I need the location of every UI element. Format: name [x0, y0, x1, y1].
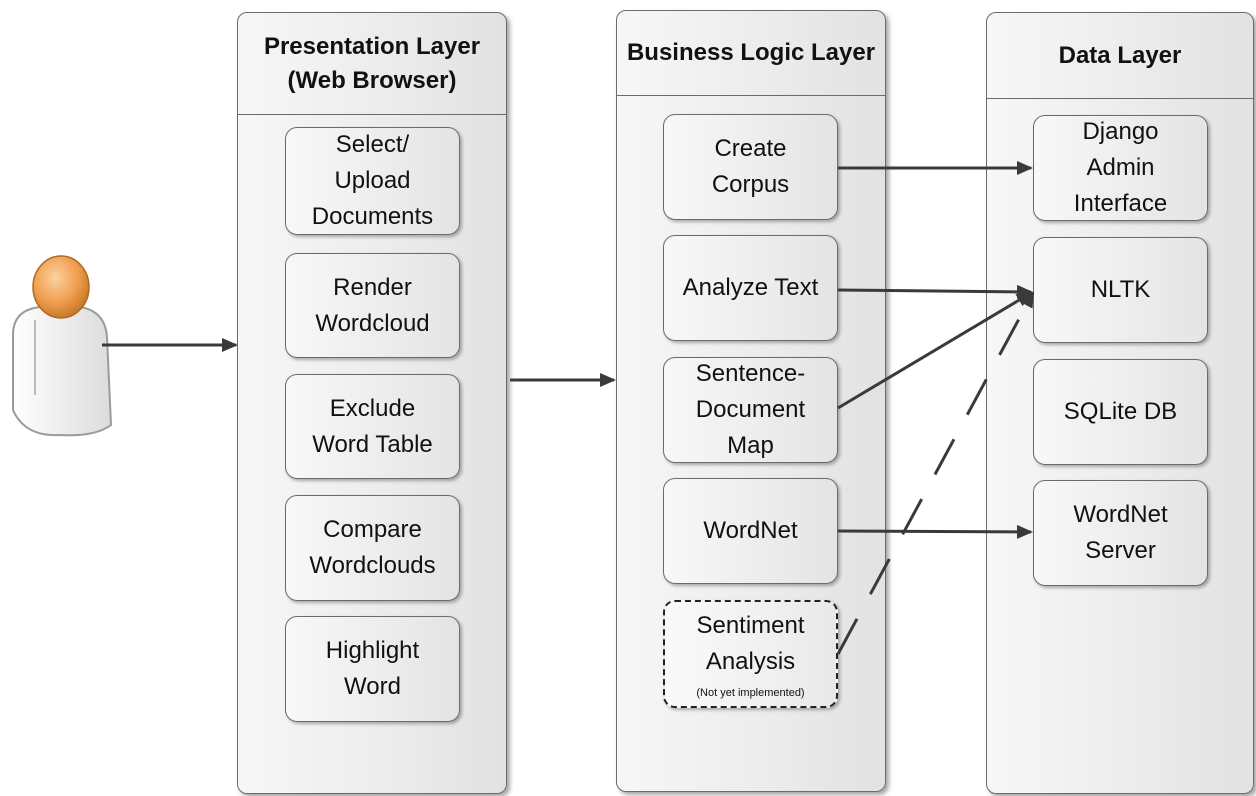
user-icon: [12, 255, 113, 437]
compare-wordclouds-box[interactable]: Compare Wordclouds: [285, 495, 460, 601]
exclude-word-table-box[interactable]: Exclude Word Table: [285, 374, 460, 479]
render-wordcloud-box[interactable]: Render Wordcloud: [285, 253, 460, 358]
analyze-text-label: Analyze Text: [682, 274, 819, 301]
wordnet-server-label: WordNet Server: [1073, 501, 1168, 564]
presentation-layer-title: Presentation Layer (Web Browser): [238, 13, 506, 115]
sentiment-analysis-box[interactable]: Sentiment Analysis (Not yet implemented): [663, 600, 838, 708]
arrow-analyze-text-to-nltk: [837, 284, 1033, 299]
sentence-document-map-box[interactable]: Sentence- Document Map: [663, 357, 838, 463]
sentence-document-map-label: Sentence- Document Map: [695, 360, 806, 459]
nltk-box[interactable]: NLTK: [1033, 237, 1208, 343]
arrow-sentence-map-to-nltk: [837, 291, 1033, 410]
arrow-wordnet-to-wordnet-server: [837, 524, 1033, 539]
create-corpus-label: Create Corpus: [711, 135, 790, 198]
analyze-text-box[interactable]: Analyze Text: [663, 235, 838, 341]
highlight-word-box[interactable]: Highlight Word: [285, 616, 460, 722]
data-layer-title: Data Layer: [987, 13, 1253, 99]
wordnet-label: WordNet: [703, 517, 798, 544]
django-admin-interface-label: Django Admin Interface: [1073, 118, 1168, 217]
not-yet-implemented-note: (Not yet implemented): [696, 687, 805, 699]
render-wordcloud-label: Render Wordcloud: [315, 273, 430, 337]
django-admin-interface-box[interactable]: Django Admin Interface: [1033, 115, 1208, 221]
exclude-word-table-label: Exclude Word Table: [312, 394, 433, 458]
arrow-sentiment-to-nltk-dashed: [836, 291, 1035, 655]
sentiment-analysis-label: Sentiment Analysis: [696, 612, 805, 675]
compare-wordclouds-label: Compare Wordclouds: [309, 516, 436, 579]
sqlite-db-label: SQLite DB: [1063, 398, 1178, 425]
wordnet-box[interactable]: WordNet: [663, 478, 838, 584]
create-corpus-box[interactable]: Create Corpus: [663, 114, 838, 220]
select-upload-documents-box[interactable]: Select/ Upload Documents: [285, 127, 460, 235]
business-logic-layer-title: Business Logic Layer: [617, 11, 885, 96]
highlight-word-label: Highlight Word: [325, 637, 420, 700]
wordnet-server-box[interactable]: WordNet Server: [1033, 480, 1208, 586]
select-upload-documents-label: Select/ Upload Documents: [311, 131, 434, 230]
nltk-label: NLTK: [1090, 276, 1151, 303]
sqlite-db-box[interactable]: SQLite DB: [1033, 359, 1208, 465]
